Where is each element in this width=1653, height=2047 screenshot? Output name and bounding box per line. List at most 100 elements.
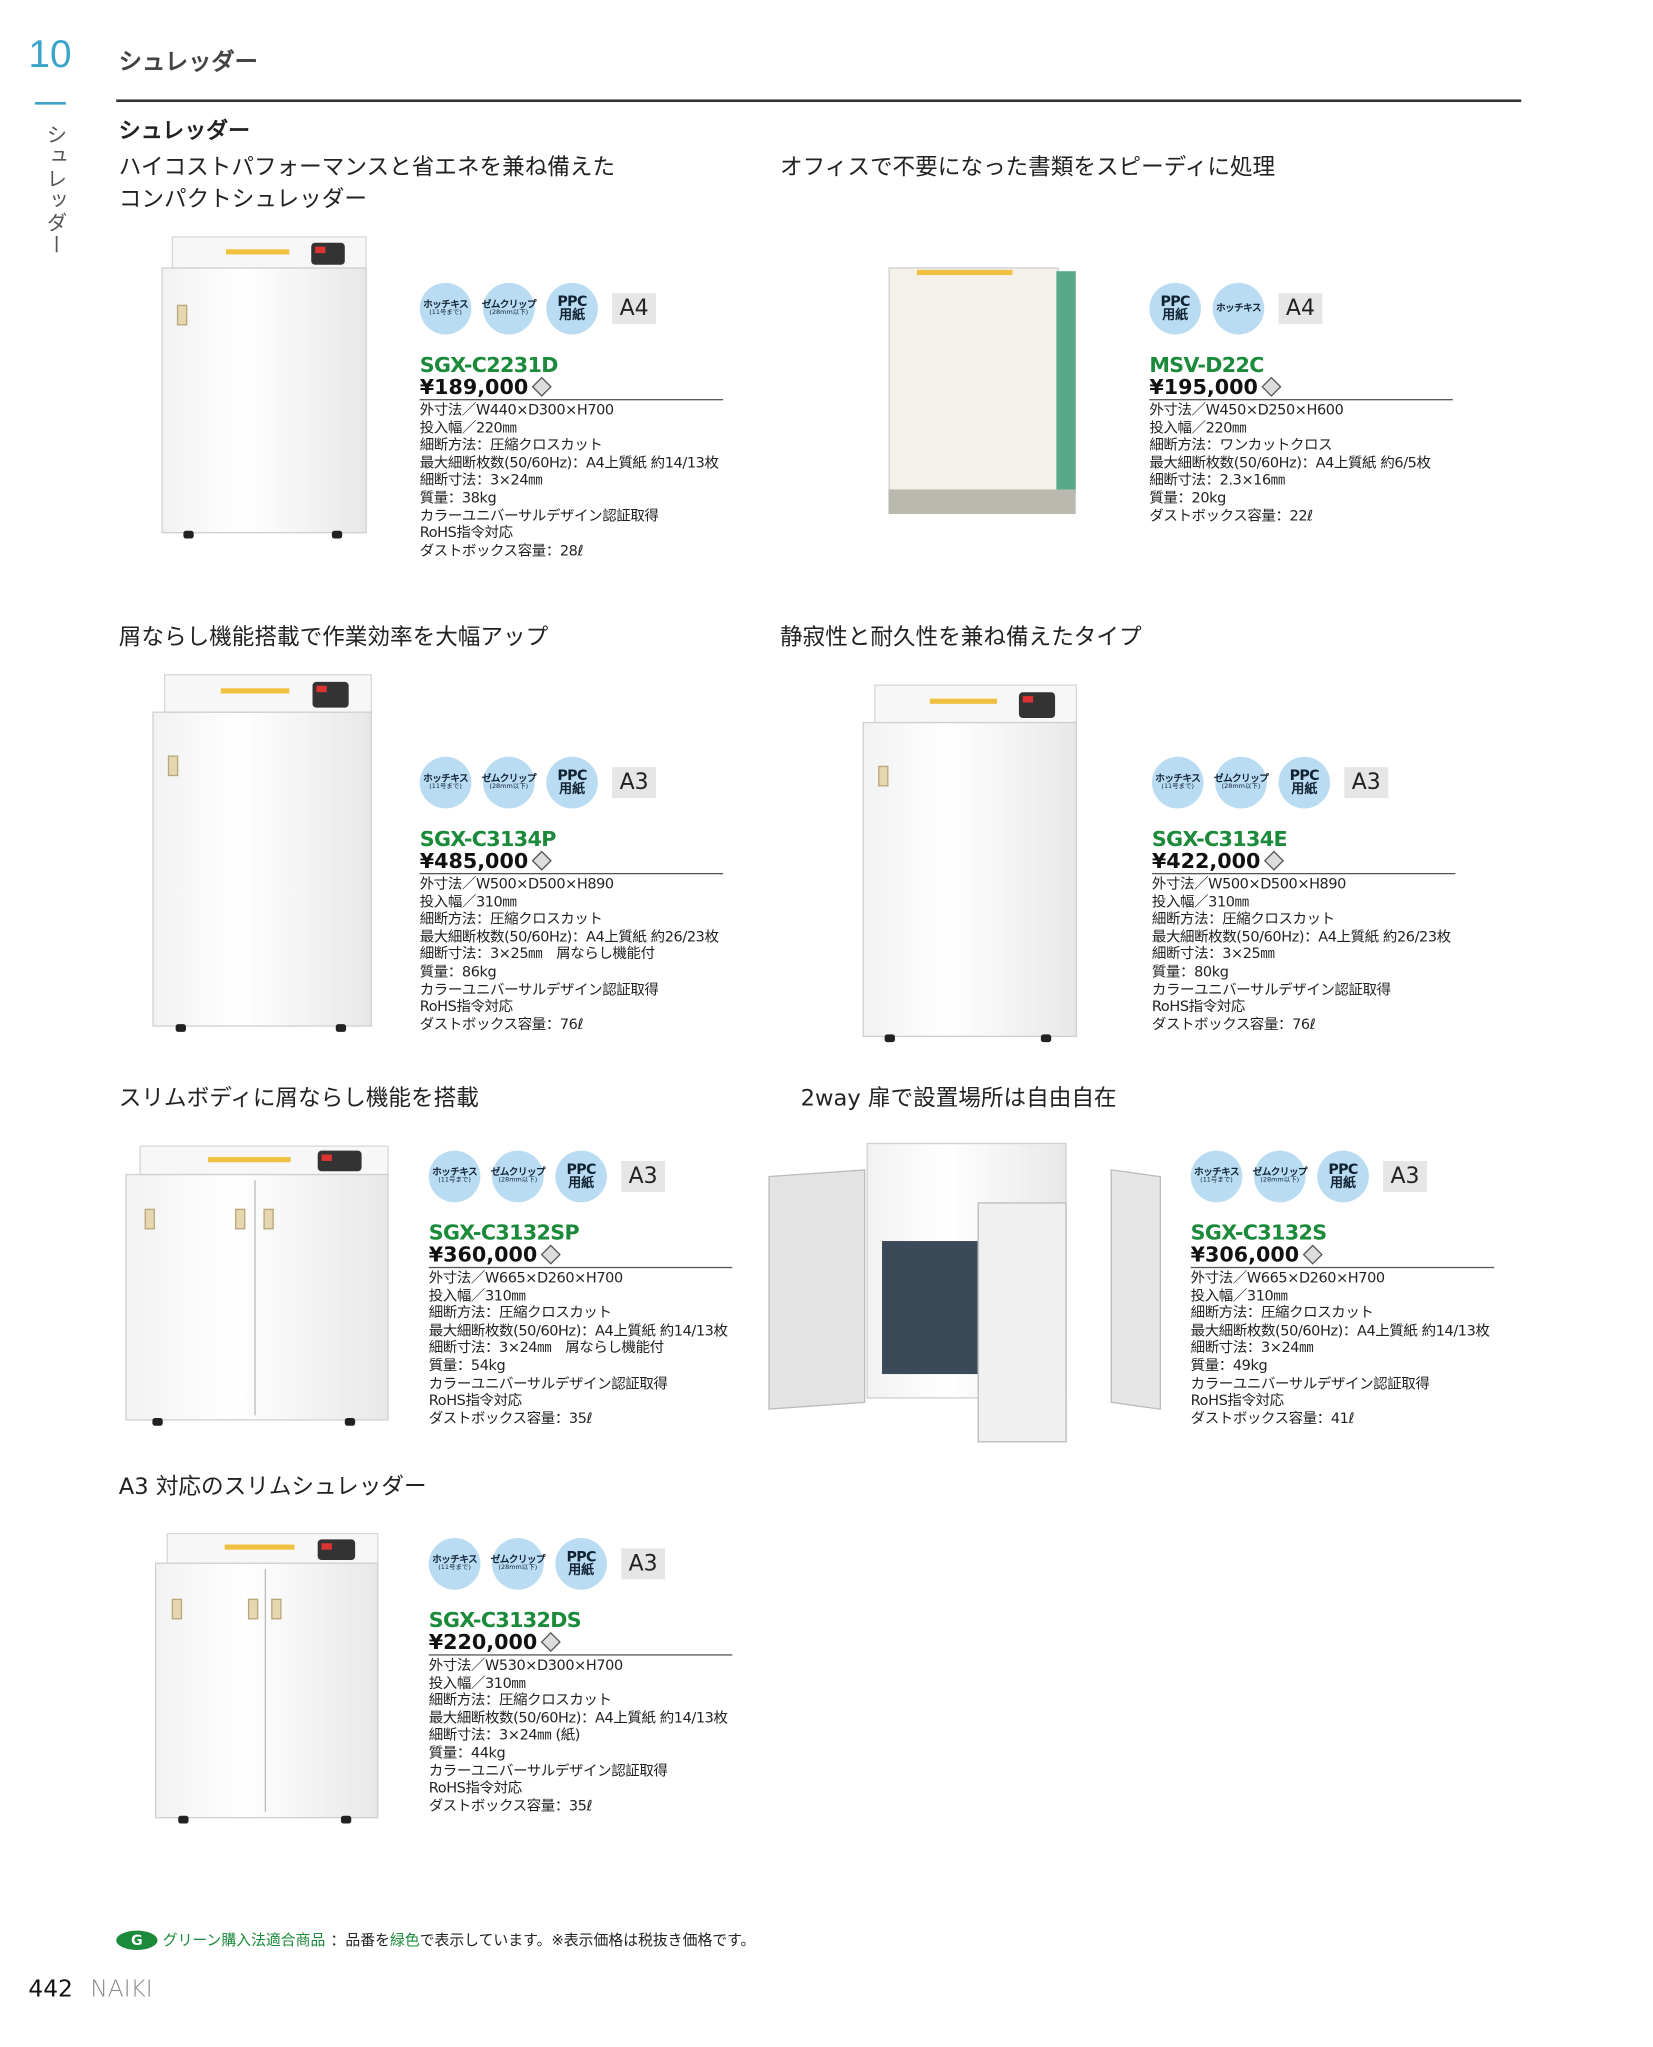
spec-line: ダストボックス容量：76ℓ (419, 1016, 584, 1033)
spec-line: 投入幅／220㎜ (419, 419, 517, 436)
door-handle (176, 304, 187, 326)
badge-sub: (11号まで) (1161, 782, 1195, 791)
diamond-icon (531, 376, 552, 397)
product-headline: ハイコストパフォーマンスと省エネを兼ね備えたコンパクトシュレッダー (119, 152, 615, 217)
chapter-vertical-title: シュレッダー (42, 123, 68, 256)
spec-line: RoHS指令対応 (428, 1392, 522, 1410)
control-panel (310, 242, 345, 265)
price-divider (428, 1654, 733, 1656)
badge-sub: (28mm以下) (489, 782, 529, 791)
spec-line: カラーユニバーサルデザイン認証取得 (1190, 1374, 1430, 1392)
wheel (331, 530, 343, 539)
wheel (182, 530, 194, 539)
shredder-label (207, 1156, 291, 1163)
badge-main: ゼムクリップ (481, 298, 537, 311)
badge-hotchkiss_plain: ホッチキス (1212, 282, 1265, 335)
badge-main: ゼムクリップ (490, 1166, 546, 1179)
product-headline: 2way 扉で設置場所は自由自在 (801, 1083, 1117, 1115)
price-value: ¥360,000 (428, 1242, 538, 1267)
left-door (768, 1169, 866, 1411)
spec-line: 細断方法：圧縮クロスカット (428, 1304, 612, 1322)
spec-line: ダストボックス容量：35ℓ (428, 1797, 593, 1815)
door-handle (262, 1208, 274, 1230)
spec-line: カラーユニバーサルデザイン認証取得 (419, 506, 659, 524)
spec-line: 外寸法／W665×D260×H700 (428, 1269, 623, 1287)
chapter-number: 10 (28, 33, 72, 77)
wheel (1041, 1034, 1052, 1042)
shredder-side-panel (1056, 271, 1076, 493)
price-value: ¥485,000 (419, 848, 529, 873)
badge-hotchkiss: ホッチキス(11号まで) (419, 756, 472, 809)
headline-line: A3 対応のスリムシュレッダー (118, 1474, 427, 1501)
spec-line: 投入幅／310㎜ (428, 1287, 526, 1304)
spec-line: カラーユニバーサルデザイン認証取得 (1151, 980, 1391, 998)
badge-sub: (28mm以下) (1260, 1176, 1300, 1185)
headline-line: 静寂性と耐久性を兼ね備えたタイプ (780, 625, 1142, 651)
green-purchase-label: グリーン購入法適合商品 (162, 1930, 326, 1949)
spec-line: 細断方法：圧縮クロスカット (1151, 910, 1335, 928)
side-door (1111, 1169, 1161, 1411)
wheel (178, 1815, 189, 1823)
badge-sub: (11号まで) (1200, 1176, 1233, 1185)
spec-line: 細断寸法：3×24㎜ 屑ならし機能付 (428, 1339, 664, 1357)
price: ¥422,000 (1152, 850, 1468, 872)
price: ¥220,000 (429, 1631, 745, 1653)
badge-clip: ゼムクリップ(28mm以下) (1253, 1150, 1308, 1203)
spec-line: RoHS指令対応 (419, 524, 513, 542)
header-divider (116, 99, 1522, 103)
spec-line: 質量：86kg (419, 963, 497, 981)
product-image (768, 1142, 1162, 1443)
spec-line: 外寸法／W500×D500×H890 (1151, 875, 1346, 893)
page-number: 442 (28, 1975, 73, 2003)
badge-main: ホッチキス (423, 298, 469, 311)
section-title: シュレッダー (118, 118, 251, 145)
brand-name: NAIKI (90, 1975, 153, 2003)
model-number: SGX-C3132S (1190, 1220, 1327, 1245)
badge-main: ホッチキス (432, 1554, 478, 1566)
spec-line: 外寸法／W500×D500×H890 (419, 875, 614, 893)
model-number: SGX-C3132DS (428, 1607, 582, 1633)
wheel (175, 1023, 186, 1032)
badge-main: PPC (566, 1548, 596, 1566)
badge-main: ホッチキス (1215, 302, 1262, 314)
price-value: ¥422,000 (1151, 848, 1261, 873)
spec-line: 最大細断枚数(50/60Hz)：A4上質紙 約14/13枚 (428, 1322, 728, 1339)
diamond-icon (1263, 850, 1285, 871)
shredder-body (154, 1562, 379, 1818)
paper-size-badge: A3 (1383, 1160, 1427, 1192)
spec-line: 最大細断枚数(50/60Hz)：A4上質紙 約26/23枚 (1151, 928, 1451, 946)
spec-line: ダストボックス容量：28ℓ (419, 542, 584, 559)
control-panel (1019, 691, 1055, 718)
spec-line: ダストボックス容量：76ℓ (1151, 1016, 1316, 1033)
spec-line: 細断寸法：3×25㎜ (1151, 945, 1275, 963)
wheel (345, 1417, 356, 1426)
wheel (340, 1815, 352, 1823)
badge-sub: (28mm以下) (498, 1564, 538, 1573)
spec-line: 細断方法：圧縮クロスカット (428, 1691, 612, 1709)
spec-line: RoHS指令対応 (1190, 1392, 1284, 1410)
badge-sub: (11号まで) (438, 1564, 471, 1573)
price-value: ¥195,000 (1149, 374, 1258, 400)
badge-sub: 用紙 (568, 1175, 595, 1191)
footer-note-text: ：品番を (330, 1930, 390, 1949)
badge-main: PPC (1328, 1160, 1358, 1178)
footer-note-text-2: で表示しています。※表示価格は税抜き価格です。 (419, 1930, 756, 1949)
headline-line: 2way 扉で設置場所は自由自在 (800, 1086, 1117, 1112)
shredder-body (125, 1174, 390, 1421)
price-value: ¥189,000 (419, 374, 529, 400)
badge-clip: ゼムクリップ(28mm以下) (481, 282, 537, 335)
